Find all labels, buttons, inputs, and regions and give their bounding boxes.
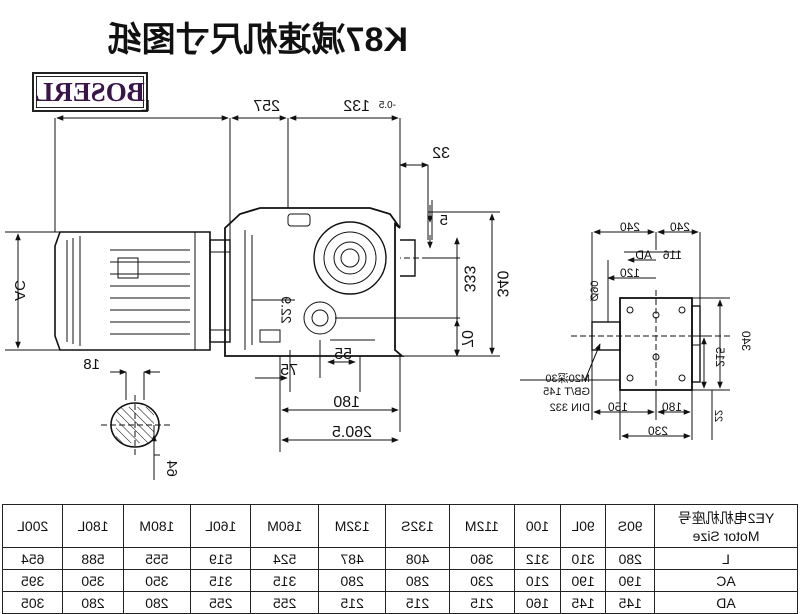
table-header-row: YE2电机机座号 Motor Size 90S 90L 100 112M 132… — [2, 504, 798, 548]
dim-120: 120 — [619, 266, 640, 280]
dim-70: 70 — [458, 330, 476, 348]
row-label: AD — [654, 591, 798, 614]
table-row: AD 145 145 160 215 215 215 255 255 280 2… — [2, 591, 798, 614]
motor-ac-dimension — [5, 231, 60, 351]
table-row: AC 190 190 210 230 280 280 315 315 350 3… — [2, 569, 798, 592]
motor-body — [54, 231, 231, 351]
table-cell: 519 — [190, 547, 251, 570]
table-cell: 408 — [385, 547, 450, 570]
table-cell: 350 — [62, 569, 124, 592]
table-cell: 588 — [62, 547, 124, 570]
size-cell: 180M — [123, 504, 191, 548]
dim-l: L — [141, 98, 150, 115]
dim-340-side: 340 — [738, 330, 753, 352]
dim-240-left: 240 — [669, 220, 690, 234]
dim-55: 55 — [334, 346, 352, 363]
size-cell: 90L — [560, 504, 606, 548]
dim-340-front: 340 — [493, 270, 511, 298]
table-cell: 190 — [560, 569, 606, 592]
table-cell: 350 — [123, 569, 191, 592]
table-header-label: YE2电机机座号 Motor Size — [654, 504, 798, 548]
dim-180-side: 180 — [661, 400, 682, 414]
dim-090: Ø90 — [587, 280, 600, 302]
table-cell: 360 — [449, 547, 515, 570]
dim-116: 116 — [662, 248, 682, 262]
front-view — [5, 115, 500, 480]
dim-ac: AC — [11, 280, 29, 301]
gearbox-housing — [224, 207, 428, 357]
table-cell: 315 — [250, 569, 319, 592]
side-output-shaft — [591, 321, 621, 351]
front-side-dimensions — [335, 200, 500, 357]
dim-333: 333 — [460, 265, 478, 293]
dim-150: 150 — [607, 400, 628, 414]
shaft-section — [100, 369, 170, 480]
size-cell: 160M — [250, 504, 319, 548]
table-cell: 315 — [190, 569, 251, 592]
thread-note-m20: M20深30 — [545, 373, 590, 385]
table-cell: 145 — [605, 591, 655, 614]
row-label: L — [654, 547, 798, 570]
table-cell: 487 — [318, 547, 386, 570]
table-cell: 230 — [449, 569, 515, 592]
table-cell: 160 — [514, 591, 561, 614]
table-cell: 215 — [318, 591, 386, 614]
dim-257: 257 — [253, 98, 280, 115]
table-cell: 255 — [250, 591, 319, 614]
dim-75: 75 — [280, 362, 298, 379]
table-cell: 305 — [2, 591, 63, 614]
size-cell: 112M — [449, 504, 515, 548]
size-cell: 180L — [62, 504, 124, 548]
thread-note-din: DIN 332 — [549, 402, 590, 414]
table-cell: 524 — [250, 547, 319, 570]
header-label-en: Motor Size — [692, 528, 760, 544]
front-bottom-dimensions — [252, 299, 401, 452]
side-view — [520, 229, 730, 440]
table-cell: 280 — [318, 569, 386, 592]
table-cell: 280 — [62, 591, 124, 614]
dim-260-5: 260.5 — [331, 424, 372, 441]
table-cell: 310 — [560, 547, 606, 570]
table-cell: 280 — [123, 591, 191, 614]
front-top-dimensions — [54, 115, 433, 240]
dim-18: 18 — [83, 356, 100, 373]
size-cell: 160L — [190, 504, 251, 548]
motor-size-table: YE2电机机座号 Motor Size 90S 90L 100 112M 132… — [2, 504, 798, 614]
dim-22-9: 22.9 — [278, 296, 295, 324]
size-cell: 132M — [318, 504, 386, 548]
table-cell: 654 — [2, 547, 63, 570]
dim-ad: AD — [635, 248, 652, 262]
dim-180-front: 180 — [333, 394, 360, 411]
dim-230: 230 — [647, 424, 668, 438]
table-cell: 255 — [190, 591, 251, 614]
table-cell: 215 — [385, 591, 450, 614]
dim-5: 5 — [439, 212, 448, 229]
dim-132: 132 — [343, 98, 370, 115]
table-row: L 280 310 312 360 408 487 524 519 555 58… — [2, 547, 798, 570]
table-cell: 210 — [514, 569, 561, 592]
size-cell: 100 — [514, 504, 561, 548]
dim-132-tolerance: -0.5 — [378, 100, 396, 111]
row-label: AC — [654, 569, 798, 592]
size-cell: 200L — [2, 504, 63, 548]
table-cell: 395 — [2, 569, 63, 592]
size-cell: 132S — [385, 504, 450, 548]
dim-32: 32 — [432, 145, 450, 162]
size-cell: 90S — [605, 504, 655, 548]
table-cell: 312 — [514, 547, 561, 570]
header-label-cn: YE2电机机座号 — [677, 510, 775, 526]
table-cell: 190 — [605, 569, 655, 592]
table-cell: 215 — [449, 591, 515, 614]
dim-64: 64 — [163, 460, 181, 477]
dim-215: 215 — [712, 346, 727, 368]
table-cell: 555 — [123, 547, 191, 570]
thread-note-gb: GB/T 145 — [543, 386, 590, 398]
table-cell: 145 — [560, 591, 606, 614]
table-cell: 280 — [385, 569, 450, 592]
table-cell: 280 — [605, 547, 655, 570]
dim-240-right: 240 — [619, 220, 640, 234]
dim-22: 22 — [711, 409, 724, 423]
